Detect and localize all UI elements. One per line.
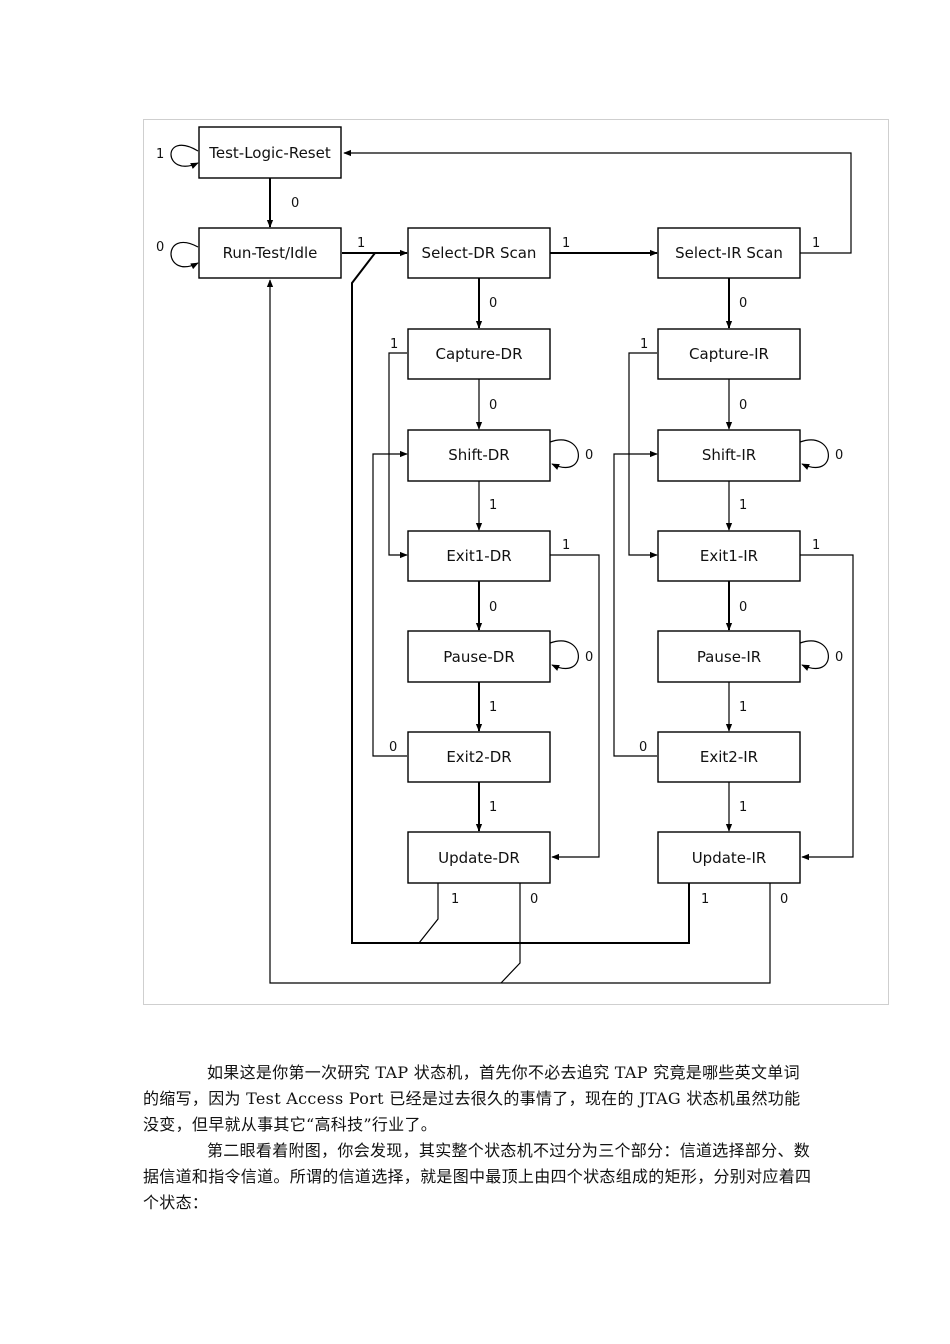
edge-label: 1	[156, 147, 164, 162]
state-capture-dr: Capture-DR	[407, 328, 551, 380]
edge-label: 1	[357, 236, 365, 251]
edge-label: 1	[489, 498, 497, 513]
svg-text:Select-DR Scan: Select-DR Scan	[422, 244, 537, 262]
edge-label: 0	[489, 296, 497, 311]
edge-label: 1	[451, 892, 459, 907]
svg-text:Update-DR: Update-DR	[438, 849, 520, 867]
state-exit1-dr: Exit1-DR	[407, 530, 551, 582]
edge-label: 0	[291, 196, 299, 211]
edge-label: 1	[701, 892, 709, 907]
edge-label: 1	[640, 337, 648, 352]
svg-text:Exit2-DR: Exit2-DR	[446, 748, 511, 766]
svg-text:Pause-DR: Pause-DR	[443, 648, 515, 666]
article-text: 如果这是你第一次研究 TAP 状态机，首先你不必去追究 TAP 究竟是哪些英文单…	[143, 1060, 813, 1216]
paragraph: 第二眼看着附图，你会发现，其实整个状态机不过分为三个部分：信道选择部分、数据信道…	[143, 1141, 812, 1212]
paragraph: 如果这是你第一次研究 TAP 状态机，首先你不必去追究 TAP 究竟是哪些英文单…	[143, 1063, 801, 1134]
svg-text:Capture-DR: Capture-DR	[435, 345, 522, 363]
state-pause-ir: Pause-IR	[657, 630, 801, 683]
edge-label: 1	[562, 538, 570, 553]
svg-text:Exit1-IR: Exit1-IR	[700, 547, 758, 565]
edge-label: 0	[489, 600, 497, 615]
state-select-dr-scan: Select-DR Scan	[407, 227, 551, 279]
state-run-test-idle: Run-Test/Idle	[198, 227, 342, 279]
edge-label: 1	[812, 236, 820, 251]
edge-label: 0	[780, 892, 788, 907]
state-update-ir: Update-IR	[657, 831, 801, 884]
edge-label: 1	[812, 538, 820, 553]
edge-label: 0	[639, 740, 647, 755]
state-update-dr: Update-DR	[407, 831, 551, 884]
edge-labels: 1 0 0 1 1 1 0 0 1 1 0 0 0 0 1 1 1 1 0 0 …	[156, 147, 843, 907]
state-exit2-dr: Exit2-DR	[407, 731, 551, 783]
edge-label: 1	[489, 800, 497, 815]
state-exit1-ir: Exit1-IR	[657, 530, 801, 582]
edge-label: 1	[390, 337, 398, 352]
tap-state-diagram: Test-Logic-Reset Run-Test/Idle Select-DR…	[156, 126, 854, 984]
transition-edges	[170, 144, 854, 984]
svg-text:Exit2-IR: Exit2-IR	[700, 748, 758, 766]
edge-label: 0	[739, 296, 747, 311]
edge-label: 1	[739, 498, 747, 513]
edge-label: 0	[835, 448, 843, 463]
edge-label: 0	[389, 740, 397, 755]
edge-label: 1	[739, 800, 747, 815]
svg-text:Capture-IR: Capture-IR	[689, 345, 769, 363]
state-exit2-ir: Exit2-IR	[657, 731, 801, 783]
edge-label: 0	[835, 650, 843, 665]
state-shift-ir: Shift-IR	[657, 429, 801, 482]
edge-label: 1	[739, 700, 747, 715]
edge-label: 0	[489, 398, 497, 413]
svg-text:Update-IR: Update-IR	[692, 849, 767, 867]
state-shift-dr: Shift-DR	[407, 429, 551, 482]
tap-state-diagram-figure: Test-Logic-Reset Run-Test/Idle Select-DR…	[143, 119, 889, 1005]
edge-label: 0	[585, 448, 593, 463]
svg-text:Shift-DR: Shift-DR	[448, 446, 509, 464]
edge-label: 0	[585, 650, 593, 665]
edge-label: 0	[739, 398, 747, 413]
edge-label: 1	[489, 700, 497, 715]
state-pause-dr: Pause-DR	[407, 630, 551, 683]
svg-text:Select-IR Scan: Select-IR Scan	[675, 244, 783, 262]
edge-label: 0	[739, 600, 747, 615]
svg-text:Shift-IR: Shift-IR	[702, 446, 756, 464]
edge-label: 0	[530, 892, 538, 907]
state-select-ir-scan: Select-IR Scan	[657, 227, 801, 279]
state-test-logic-reset: Test-Logic-Reset	[198, 126, 342, 179]
svg-text:Run-Test/Idle: Run-Test/Idle	[223, 244, 318, 262]
svg-text:Exit1-DR: Exit1-DR	[446, 547, 511, 565]
svg-text:Test-Logic-Reset: Test-Logic-Reset	[208, 144, 331, 162]
edge-label: 0	[156, 240, 164, 255]
edge-label: 1	[562, 236, 570, 251]
svg-text:Pause-IR: Pause-IR	[697, 648, 761, 666]
state-capture-ir: Capture-IR	[657, 328, 801, 380]
